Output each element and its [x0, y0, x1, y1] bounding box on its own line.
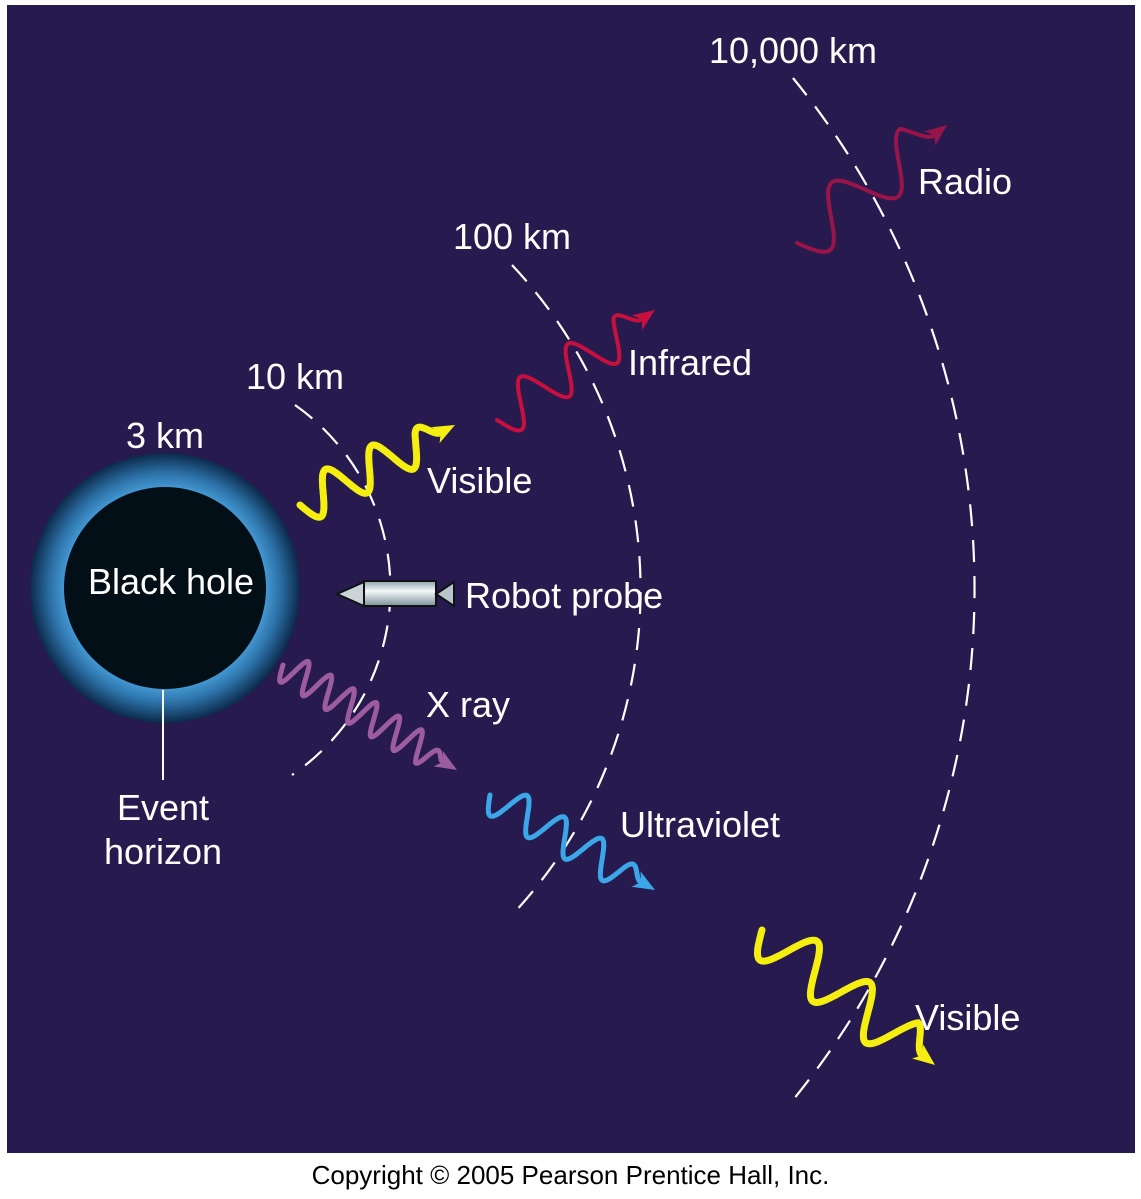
wave-label-xray: X ray: [426, 684, 510, 725]
wave-xray: [277, 658, 445, 766]
black-hole: [64, 487, 266, 689]
robot-probe-label: Robot probe: [465, 575, 663, 616]
arrowhead-icon: [431, 425, 455, 444]
wave-label-infrared: Infrared: [628, 342, 752, 383]
wave-radio: [795, 126, 935, 254]
orbit-10000km-arc: [792, 77, 976, 1101]
event-horizon-label-line2: horizon: [104, 831, 222, 872]
radius-10km-label: 10 km: [246, 356, 344, 397]
wave-ultraviolet: [485, 792, 642, 884]
wave-infrared: [495, 313, 643, 433]
black-hole-label: Black hole: [88, 561, 254, 602]
wave-label-radio: Radio: [918, 161, 1012, 202]
event-horizon-label-line1: Event: [117, 787, 209, 828]
wave-label-visible-outer: Visible: [915, 997, 1020, 1038]
arrowhead-icon: [631, 871, 655, 890]
arrowhead-icon: [912, 1044, 935, 1065]
radius-10000km-label: 10,000 km: [709, 30, 877, 71]
wave-visible-outer: [754, 926, 925, 1058]
robot-probe-icon: [334, 580, 455, 608]
arrowhead-icon: [924, 125, 947, 146]
radius-3km-label: 3 km: [126, 415, 204, 456]
copyright-notice: Copyright © 2005 Pearson Prentice Hall, …: [311, 1160, 830, 1190]
wave-label-ultraviolet: Ultraviolet: [620, 804, 780, 845]
arrowhead-icon: [433, 750, 457, 770]
wave-visible-inner: [296, 423, 443, 521]
arrowhead-icon: [631, 310, 655, 330]
wave-label-visible-inner: Visible: [427, 460, 532, 501]
radius-100km-label: 100 km: [453, 216, 571, 257]
